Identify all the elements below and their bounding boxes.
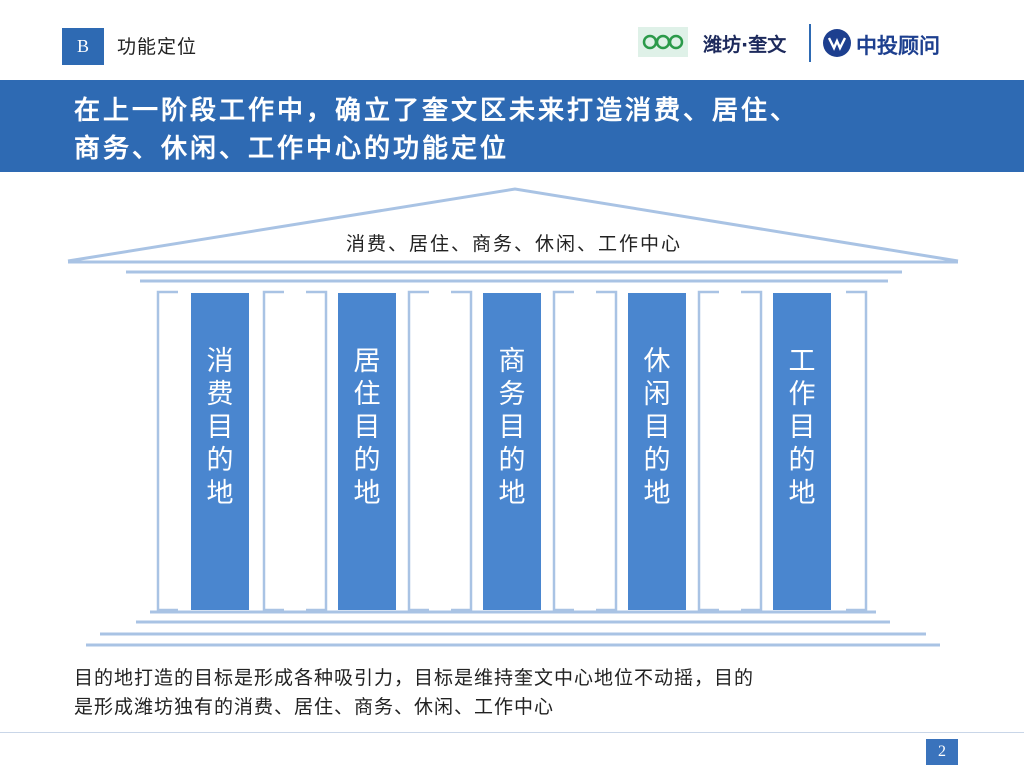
column-char: 闲 — [643, 379, 671, 410]
column-work: 工 作 目 的 地 — [773, 293, 831, 610]
page-number: 2 — [926, 739, 958, 765]
column-char: 住 — [353, 379, 381, 410]
column-char: 地 — [353, 478, 381, 509]
column-char: 的 — [353, 445, 381, 476]
zhongtou-logo-icon — [821, 27, 853, 59]
caption-line-1: 目的地打造的目标是形成各种吸引力，目标是维持奎文中心地位不动摇，目的 — [74, 667, 755, 689]
banner-title-line-2: 商务、休闲、工作中心的功能定位 — [74, 134, 510, 164]
section-badge: B — [62, 28, 104, 65]
column-char: 目 — [353, 412, 381, 443]
column-char: 的 — [643, 445, 671, 476]
column-char: 的 — [498, 445, 526, 476]
column-char: 地 — [643, 478, 671, 509]
column-leisure: 休 闲 目 的 地 — [628, 293, 686, 610]
roof-label: 消费、居住、商务、休闲、工作中心 — [345, 233, 682, 255]
footer-divider — [0, 732, 1024, 733]
column-char: 地 — [788, 478, 816, 509]
column-char: 的 — [788, 445, 816, 476]
column-business: 商 务 目 的 地 — [483, 293, 541, 610]
column-char: 目 — [643, 412, 671, 443]
column-char: 务 — [498, 379, 526, 410]
caption-line-2: 是形成潍坊独有的消费、居住、商务、休闲、工作中心 — [74, 696, 555, 718]
column-char: 居 — [353, 346, 381, 377]
zhongtou-logo-text: 中投顾问 — [856, 34, 940, 58]
weifang-logo-icon — [638, 27, 688, 57]
column-char: 地 — [498, 478, 526, 509]
logo-divider — [809, 24, 811, 62]
column-char: 目 — [788, 412, 816, 443]
column-residence: 居 住 目 的 地 — [338, 293, 396, 610]
column-char: 商 — [498, 346, 526, 377]
title-banner: 在上一阶段工作中，确立了奎文区未来打造消费、居住、 商务、休闲、工作中心的功能定… — [0, 80, 1024, 172]
banner-title-line-1: 在上一阶段工作中，确立了奎文区未来打造消费、居住、 — [74, 96, 800, 126]
column-char: 的 — [206, 445, 234, 476]
column-char: 费 — [206, 379, 234, 410]
weifang-logo-text: 潍坊·奎文 — [703, 34, 787, 56]
column-char: 目 — [498, 412, 526, 443]
caption-text: 目的地打造的目标是形成各种吸引力，目标是维持奎文中心地位不动摇，目的 是形成潍坊… — [74, 664, 954, 722]
column-char: 消 — [206, 346, 234, 377]
column-char: 目 — [206, 412, 234, 443]
section-title: 功能定位 — [117, 36, 198, 58]
column-char: 作 — [788, 379, 816, 410]
column-char: 工 — [788, 346, 816, 377]
column-char: 休 — [643, 346, 671, 377]
column-consumption: 消 费 目 的 地 — [191, 293, 249, 610]
column-char: 地 — [206, 478, 234, 509]
